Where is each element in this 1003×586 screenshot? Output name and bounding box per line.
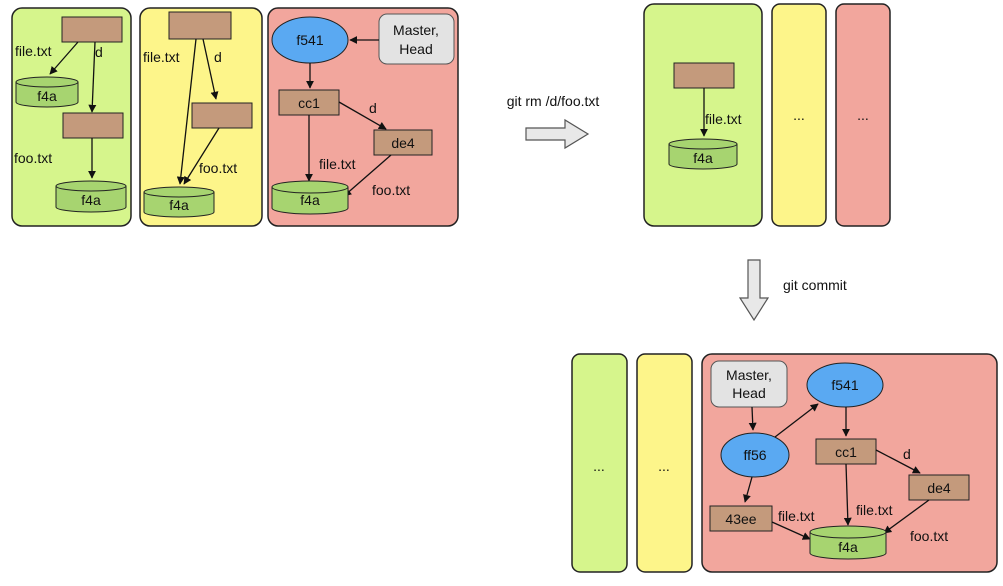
head-ref-node: Master, Head <box>378 13 455 65</box>
git-commit-command-label: git commit <box>783 277 847 293</box>
commit-node-new: ff56 <box>720 432 790 478</box>
index-panel-after-rm <box>643 3 763 227</box>
edge-label-file: file.txt <box>778 508 815 524</box>
edge-label-file: file.txt <box>15 43 52 59</box>
workdir-panel-after-rm <box>771 3 827 227</box>
svg-text:Head: Head <box>399 41 432 57</box>
head-ref-node: Master, Head <box>710 360 788 408</box>
tree-node-root: cc1 <box>278 89 340 116</box>
svg-text:cc1: cc1 <box>835 444 857 460</box>
workdir-ellipsis: ... <box>793 107 805 123</box>
blob-node: f4a <box>55 180 127 213</box>
workdir-panel-after-commit <box>636 353 693 573</box>
svg-text:de4: de4 <box>391 135 415 151</box>
tree-node-d <box>62 112 124 139</box>
git-rm-command-label: git rm /d/foo.txt <box>507 93 600 109</box>
repo-panel-after-rm <box>835 3 891 227</box>
edge-label-foo: foo.txt <box>372 182 410 198</box>
svg-text:Head: Head <box>732 385 765 401</box>
blob-node: f4a <box>668 138 738 170</box>
svg-text:43ee: 43ee <box>725 511 756 527</box>
svg-text:ff56: ff56 <box>743 447 766 463</box>
repo-ellipsis: ... <box>857 107 869 123</box>
commit-node: f541 <box>271 16 349 64</box>
svg-text:f4a: f4a <box>300 192 320 208</box>
edge-label-foo: foo.txt <box>199 160 237 176</box>
edge-label-foo: foo.txt <box>910 528 948 544</box>
workdir-ellipsis: ... <box>658 458 670 474</box>
edge-label-foo: foo.txt <box>14 150 52 166</box>
edge-label-dir: d <box>214 49 222 65</box>
index-panel-after-commit <box>571 353 628 573</box>
tree-node <box>673 62 735 89</box>
svg-text:f4a: f4a <box>81 192 101 208</box>
index-ellipsis: ... <box>593 458 605 474</box>
svg-text:de4: de4 <box>927 480 951 496</box>
svg-text:f541: f541 <box>296 32 323 48</box>
tree-node <box>168 11 232 40</box>
blob-node: f4a <box>15 76 79 108</box>
edge-label-dir: d <box>95 44 103 60</box>
edge-label-dir: d <box>903 446 911 462</box>
svg-text:f4a: f4a <box>838 539 858 555</box>
svg-text:f4a: f4a <box>693 150 713 166</box>
edge-label-dir: d <box>369 100 377 116</box>
tree-node-root-new: 43ee <box>709 505 773 532</box>
edge-label-file: file.txt <box>705 111 742 127</box>
commit-node-parent: f541 <box>806 362 884 408</box>
down-arrow-icon <box>738 259 770 322</box>
svg-text:f4a: f4a <box>37 88 57 104</box>
blob-node: f4a <box>809 525 887 560</box>
edge-label-file: file.txt <box>319 156 356 172</box>
tree-node-root: cc1 <box>815 438 877 465</box>
svg-text:Master,: Master, <box>726 367 772 383</box>
tree-node-d: de4 <box>908 474 970 501</box>
svg-text:Master,: Master, <box>393 22 439 38</box>
right-arrow-icon <box>525 118 590 150</box>
edge-label-file: file.txt <box>143 49 180 65</box>
svg-text:f541: f541 <box>831 377 858 393</box>
tree-node <box>61 16 123 43</box>
svg-text:cc1: cc1 <box>298 95 320 111</box>
svg-text:f4a: f4a <box>169 197 189 213</box>
tree-node-d: de4 <box>373 129 433 156</box>
blob-node: f4a <box>143 186 215 218</box>
blob-node: f4a <box>271 180 349 215</box>
edge-label-file: file.txt <box>856 502 893 518</box>
tree-node-d <box>191 102 253 129</box>
